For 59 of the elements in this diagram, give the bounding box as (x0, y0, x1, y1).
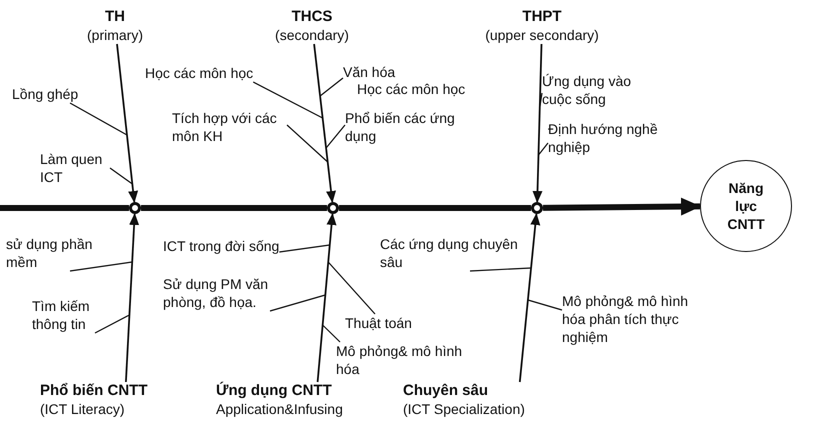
outcome-circle: Năng lực CNTT (700, 160, 792, 252)
leader-line (110, 168, 133, 184)
leader-line (328, 262, 376, 314)
branch-arrow (316, 213, 336, 382)
branch-arrow (116, 44, 138, 203)
cause-label: Các ứng dụng chuyên sâu (380, 235, 520, 271)
leader-line (326, 124, 346, 148)
leader-line (470, 267, 532, 272)
spine-line (0, 205, 129, 211)
leader-line (70, 261, 132, 272)
stage-heading: Ứng dụng CNTT (216, 382, 332, 400)
cause-label: Định hướng nghề nghiệp (548, 120, 678, 156)
leader-line (539, 92, 543, 108)
leader-line (286, 124, 328, 162)
cause-label: Lồng ghép (12, 85, 78, 103)
cause-label: sử dụng phần mềm (6, 235, 106, 271)
school-level-subtitle: (primary) (87, 26, 143, 44)
stage-subtitle: (ICT Specialization) (403, 400, 525, 418)
cause-label: Tìm kiếm thông tin (32, 297, 112, 333)
stage-heading: Phổ biến CNTT (40, 382, 148, 400)
cause-label: Thuật toán (345, 314, 412, 332)
cause-label: Ứng dụng vào cuộc sống (542, 72, 652, 108)
leader-line (322, 324, 340, 342)
spine-arrow (542, 198, 701, 216)
stage-heading: Chuyên sâu (403, 382, 488, 400)
leader-line (94, 314, 130, 334)
cause-label: Làm quen ICT (40, 150, 110, 186)
junction-circle (129, 202, 141, 214)
school-level-heading: THCS (292, 8, 332, 26)
leader-line (320, 78, 344, 96)
branch-arrow (313, 44, 336, 203)
cause-label: ICT trong đời sống (163, 237, 280, 255)
school-level-heading: TH (105, 8, 125, 26)
leader-line (70, 102, 128, 136)
school-level-heading: THPT (522, 8, 562, 26)
school-level-subtitle: (secondary) (275, 26, 349, 44)
stage-subtitle: (ICT Literacy) (40, 400, 125, 418)
branch-arrow (532, 44, 542, 203)
cause-label: Mô phỏng& mô hình hóa (336, 342, 466, 378)
leader-line (270, 294, 326, 312)
school-level-subtitle: (upper secondary) (485, 26, 599, 44)
cause-label: Văn hóa (343, 63, 396, 81)
branch-arrow (125, 213, 140, 382)
spine-line (141, 205, 327, 211)
leader-line (538, 142, 548, 156)
leader-line (528, 299, 562, 311)
leader-line (279, 244, 330, 253)
cause-label: Học các môn học (145, 64, 254, 82)
junction-circle (531, 202, 543, 214)
cause-label: Học các môn học (357, 80, 466, 98)
cause-label: Mô phỏng& mô hình hóa phân tích thực nghiệm (562, 292, 712, 346)
junction-circle (327, 202, 339, 214)
stage-subtitle: Application&Infusing (216, 400, 343, 418)
cause-label: Phổ biến các ứng dụng (345, 109, 485, 145)
spine-line (339, 205, 531, 211)
cause-label: Sử dụng PM văn phòng, đồ họa. (163, 275, 298, 311)
branch-arrow (518, 213, 540, 382)
cause-label: Tích hợp với các môn KH (172, 109, 287, 145)
leader-line (252, 81, 323, 119)
